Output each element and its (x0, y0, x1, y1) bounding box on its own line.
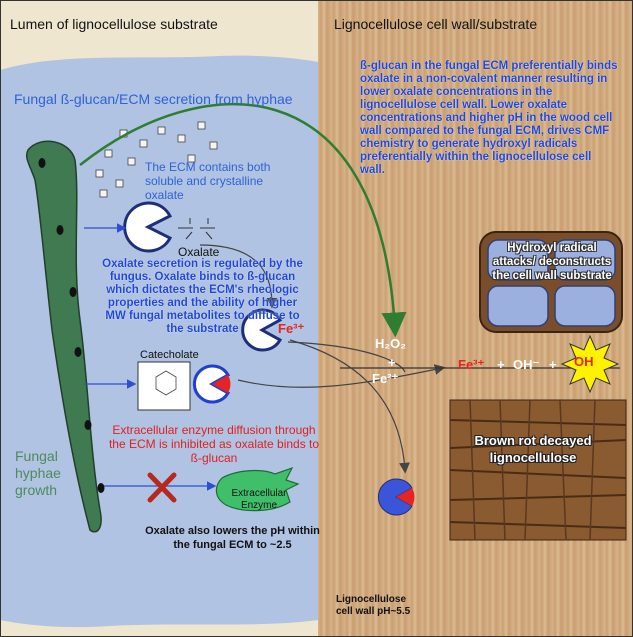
fe2-label: Fe²⁺ (372, 371, 399, 386)
hyphae-label-line: Fungal (15, 448, 58, 464)
fe3-product-label: Fe³⁺ (458, 357, 485, 372)
brown-rot-label: Brown rot decayed lignocellulose (474, 433, 592, 465)
h2o2-label: H₂O₂ (375, 336, 407, 351)
cell-wall-ph-line: Lignocellulose (336, 594, 407, 605)
hydroxyl-attack-label: Hydroxyl radical attacks/ deconstructs t… (492, 242, 612, 282)
enzyme-label-line: Extracellular (231, 488, 287, 499)
hyphae-label-line: growth (15, 482, 58, 498)
hyphae-label: Fungal hyphae growth (15, 448, 61, 499)
cell-wall-description: ß-glucan in the fungal ECM preferentiall… (360, 60, 618, 176)
fe3-label: Fe³⁺ (278, 321, 305, 336)
plus-sign: + (388, 355, 396, 370)
plus-sign: + (549, 357, 557, 372)
enzyme-description: Extracellular enzyme diffusion through t… (108, 423, 320, 465)
ecm-note: The ECM contains both soluble and crysta… (145, 160, 271, 202)
secretion-label: Fungal ß-glucan/ECM secretion from hypha… (14, 91, 293, 107)
oxalate-description: Oxalate secretion is regulated by the fu… (102, 258, 303, 335)
hydroxide-label: OH⁻ (513, 357, 540, 372)
cell-wall-ph-line: cell wall pH~5.5 (336, 606, 411, 617)
hydroxyl-radical-label: OH (574, 354, 594, 369)
hyphae-label-line: hyphae (15, 465, 61, 481)
catecholate-label: Catecholate (140, 349, 199, 361)
ph-note: Oxalate also lowers the pH within the fu… (145, 525, 320, 551)
lumen-title: Lumen of lignocellulose substrate (10, 16, 218, 32)
plus-sign: + (497, 357, 505, 372)
enzyme-label-line: Enzyme (240, 500, 278, 511)
cell-wall-title: Lignocellulose cell wall/substrate (334, 16, 538, 32)
enzyme-label: Extracellular Enzyme (220, 488, 298, 512)
oxalate-label: Oxalate (178, 245, 220, 259)
cell-wall-ph-label: Lignocellulose cell wall pH~5.5 (336, 594, 410, 618)
